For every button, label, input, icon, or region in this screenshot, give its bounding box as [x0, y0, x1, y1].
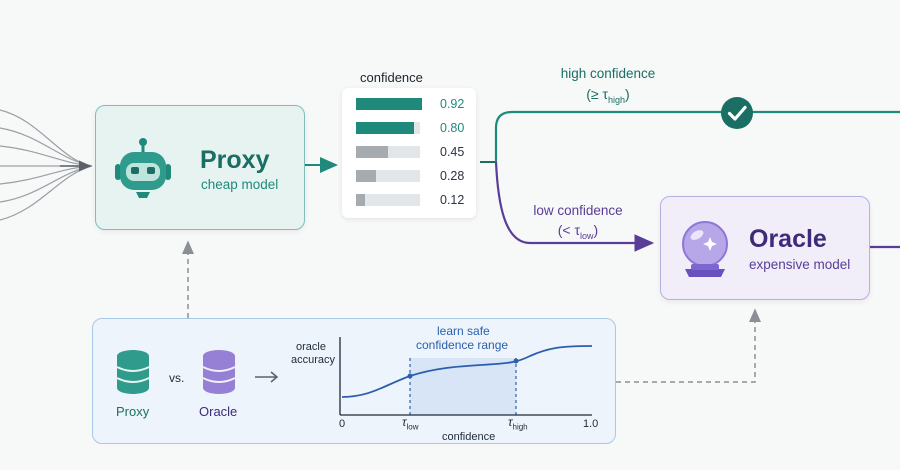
low-threshold-label: (< τlow): [518, 222, 638, 241]
learn-oracle-label: Oracle: [199, 404, 238, 419]
chart-xlabel: confidence: [442, 431, 496, 443]
learn-threshold-panel: Proxy vs. Oracle: [92, 318, 616, 444]
proxy-subtitle: cheap model: [201, 177, 279, 192]
confidence-row: 0.28: [356, 169, 468, 184]
x-max-label: 1.0: [583, 418, 599, 430]
proxy-title: Proxy: [200, 146, 270, 174]
robot-icon: [115, 138, 171, 198]
confidence-bar-track: [356, 170, 420, 182]
learn-proxy-label: Proxy: [116, 404, 150, 419]
x-min-label: 0: [339, 418, 346, 430]
tau-high-symbol: τ: [508, 415, 513, 429]
tau-high-sub: high: [512, 422, 528, 432]
oracle-subtitle: expensive model: [749, 257, 851, 272]
confidence-row: 0.12: [356, 193, 468, 208]
confidence-bar-track: [356, 194, 420, 206]
database-icon: [116, 350, 150, 394]
confidence-header: confidence: [360, 70, 423, 85]
oracle-title: Oracle: [749, 225, 827, 253]
confidence-bar: [356, 122, 414, 134]
confidence-value: 0.45: [440, 145, 465, 159]
high-threshold-close: ): [625, 86, 630, 102]
high-threshold-label: (≥ τhigh): [548, 86, 668, 105]
arrow-right-icon: [255, 371, 279, 383]
high-confidence-text: high confidence: [560, 66, 656, 81]
tau-low-label: τlow: [402, 415, 419, 431]
confidence-value: 0.92: [440, 97, 465, 111]
confidence-bar: [356, 146, 389, 158]
vs-label: vs.: [169, 371, 185, 385]
tau-low-symbol: τ: [402, 415, 407, 429]
proxy-model-box[interactable]: Proxy cheap model: [95, 105, 305, 230]
confidence-bar: [356, 194, 365, 206]
low-threshold-close: ): [593, 222, 599, 238]
chart-ylabel-1: oracle: [296, 341, 326, 353]
confidence-value: 0.80: [440, 121, 465, 135]
high-threshold-text: (≥ τ: [586, 86, 609, 102]
confidence-value: 0.12: [440, 193, 465, 207]
confidence-bar: [356, 170, 377, 182]
confidence-row: 0.80: [356, 121, 468, 136]
low-confidence-label: low confidence: [518, 203, 638, 218]
confidence-bar-track: [356, 98, 423, 110]
low-threshold-sub: low: [580, 230, 594, 241]
low-threshold-text: (< τ: [557, 222, 581, 238]
chart-annotation-2: confidence range: [416, 338, 509, 352]
confidence-bar-track: [356, 146, 420, 158]
high-confidence-label: high confidence: [548, 66, 668, 81]
confidence-value: 0.28: [440, 169, 465, 183]
chart-ylabel-2: accuracy: [291, 354, 336, 366]
high-threshold-sub: high: [608, 94, 626, 105]
tau-high-label: τhigh: [508, 415, 528, 431]
confidence-bar: [356, 98, 423, 110]
oracle-model-box[interactable]: Oracle expensive model: [660, 196, 870, 300]
check-icon: [721, 97, 753, 129]
low-confidence-text: low confidence: [533, 203, 623, 218]
crystal-ball-icon: [682, 221, 728, 277]
tau-low-sub: low: [406, 422, 419, 432]
chart-annotation-1: learn safe: [437, 324, 490, 338]
database-icon: [202, 350, 236, 394]
confidence-row: 0.92: [356, 97, 468, 112]
confidence-row: 0.45: [356, 145, 468, 160]
confidence-bar-track: [356, 122, 420, 134]
incoming-lines: [0, 109, 93, 221]
